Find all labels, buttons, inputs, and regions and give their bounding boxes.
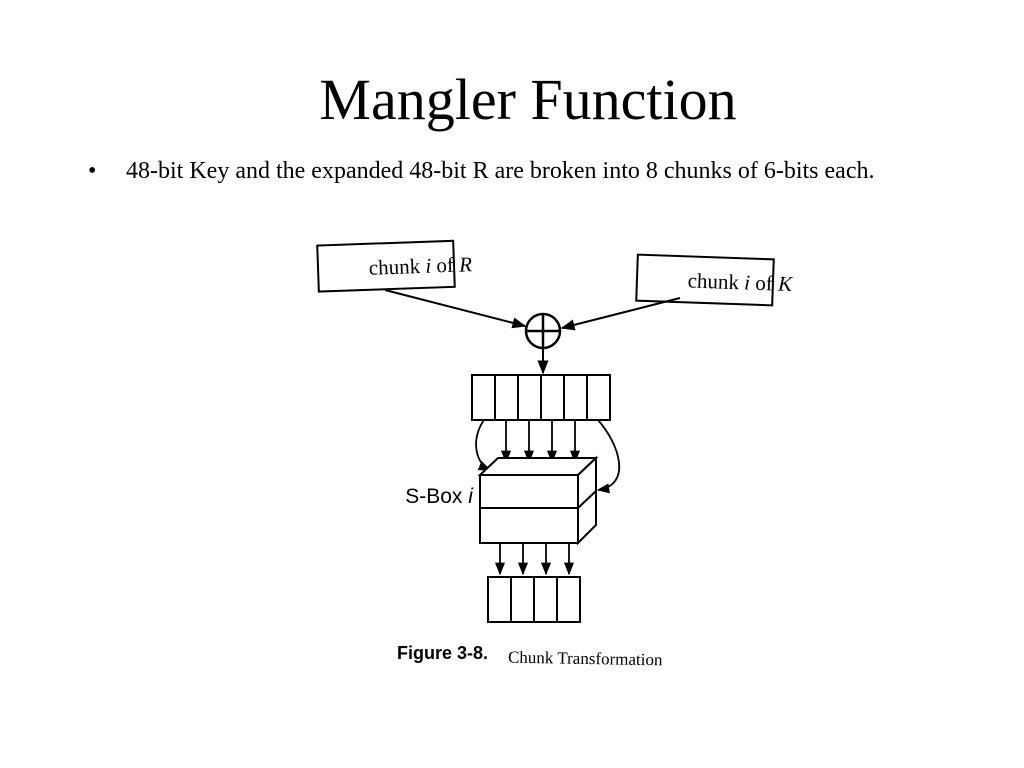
sbox-label-prefix: S-Box <box>405 485 468 508</box>
svg-text:chunk i of R: chunk i of R <box>332 251 499 281</box>
chunk-k-index: i <box>744 270 751 294</box>
arrows-bits-to-sbox <box>500 420 581 464</box>
xor-icon <box>524 312 562 350</box>
sbox-block <box>477 455 599 546</box>
sbox-label-index: i <box>468 485 474 508</box>
svg-text:chunk i of K: chunk i of K <box>651 267 819 297</box>
sbox-label: S-Box i <box>376 485 490 508</box>
slide-title: Mangler Function <box>319 67 737 132</box>
figure-caption-number: Figure 3-8. <box>397 643 488 663</box>
six-bit-register <box>471 374 611 421</box>
four-bit-output-register <box>487 576 581 623</box>
chunk-r-box: chunk i of R <box>316 239 499 293</box>
bullet-item: • 48-bit Key and the expanded 48-bit R a… <box>84 154 924 189</box>
arrow-k-to-xor <box>560 297 681 331</box>
chunk-k-var: K <box>777 272 794 297</box>
chunk-r-index: i <box>425 254 432 278</box>
chunk-k-box: chunk i of K <box>635 253 819 307</box>
chunk-r-prefix: chunk <box>368 254 425 280</box>
figure-caption-text: Chunk Transformation <box>508 648 663 670</box>
arrow-outer-right-bit <box>596 419 621 494</box>
chunk-r-var: R <box>458 252 473 276</box>
arrow-r-to-xor <box>384 289 527 329</box>
arrows-sbox-to-output <box>494 543 575 576</box>
bullet-text: 48-bit Key and the expanded 48-bit R are… <box>126 158 875 184</box>
chunk-r-of: of <box>431 253 460 278</box>
chunk-k-prefix: chunk <box>687 268 744 294</box>
chunk-k-of: of <box>750 271 779 296</box>
bullet-list: • 48-bit Key and the expanded 48-bit R a… <box>84 154 924 189</box>
arrow-outer-left-bit <box>475 419 492 471</box>
bullet-marker: • <box>88 158 97 184</box>
